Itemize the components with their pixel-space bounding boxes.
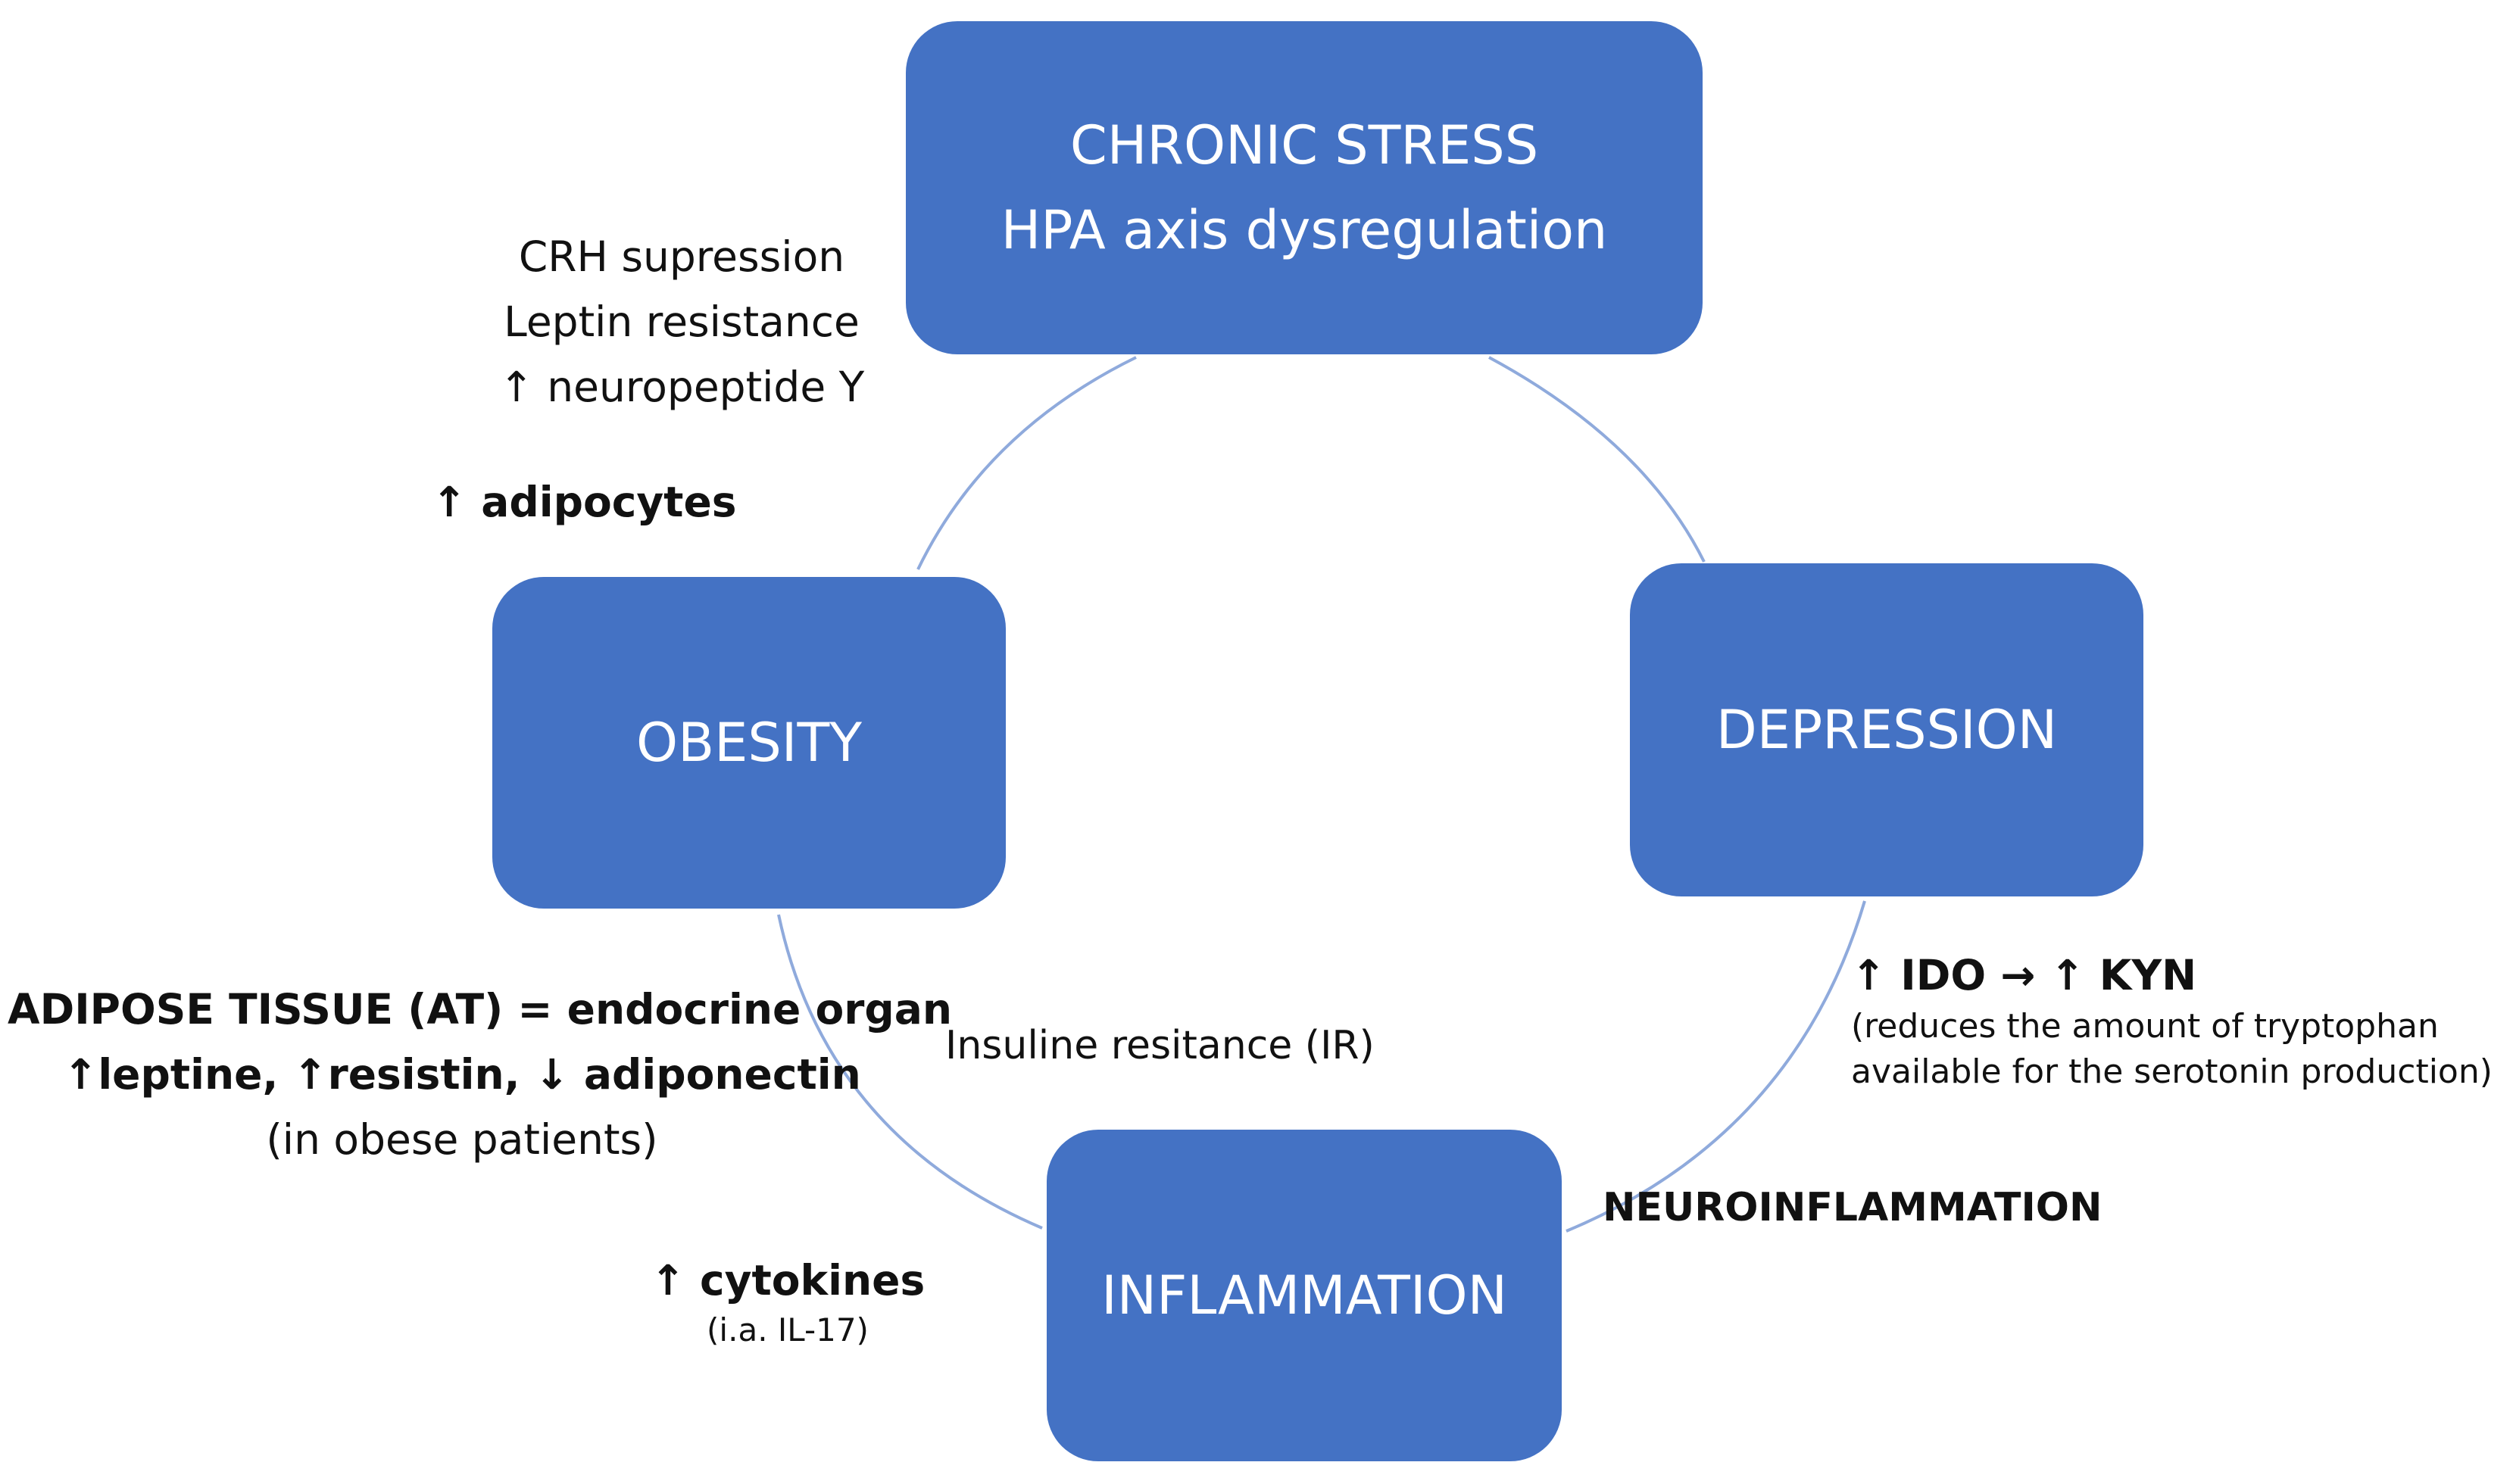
annotation-stress-obesity: CRH supression Leptin resistance ↑ neuro… — [447, 224, 916, 419]
annotation-neuropeptide: ↑ neuropeptide Y — [498, 363, 865, 411]
annotation-crh: CRH supression — [518, 232, 845, 281]
annotation-leptin-resistance: Leptin resistance — [504, 298, 860, 346]
node-inflammation-label: INFLAMMATION — [1101, 1264, 1507, 1327]
annotation-neuroinflammation: NEUROINFLAMMATION — [1603, 1185, 2102, 1230]
node-chronic-stress-subtitle: HPA axis dysregulation — [1001, 199, 1608, 261]
annotation-cytokines-example: (i.a. IL-17) — [707, 1311, 869, 1348]
annotation-adipokines: ↑leptine, ↑resistin, ↓ adiponectin — [63, 1050, 861, 1099]
node-depression-label: DEPRESSION — [1715, 699, 2058, 761]
node-chronic-stress: CHRONIC STRESS HPA axis dysregulation — [906, 21, 1703, 354]
connector-obesity-stress — [916, 356, 1137, 570]
node-depression: DEPRESSION — [1630, 563, 2143, 896]
node-inflammation: INFLAMMATION — [1047, 1130, 1562, 1461]
annotation-adipose-tissue: ADIPOSE TISSUE (AT) = endocrine organ ↑l… — [8, 977, 953, 1172]
annotation-cytokines: ↑ cytokines (i.a. IL-17) — [644, 1254, 932, 1354]
annotation-cytokines-title: ↑ cytokines — [650, 1256, 926, 1305]
connector-stress-depression — [1488, 356, 1706, 563]
annotation-tryptophan-2: available for the serotonin production) — [1851, 1052, 2493, 1091]
connector-inflammation-obesity — [777, 914, 1043, 1230]
connector-depression-inflammation — [1566, 900, 1866, 1233]
annotation-adipose-tissue-title: ADIPOSE TISSUE (AT) = endocrine organ — [8, 985, 953, 1034]
node-obesity-label: OBESITY — [636, 712, 862, 774]
node-obesity: OBESITY — [492, 577, 1006, 909]
annotation-tryptophan-1: (reduces the amount of tryptophan — [1851, 1007, 2439, 1046]
annotation-insuline-resistance: Insuline resitance (IR) — [945, 1023, 1375, 1068]
annotation-obese-patients: (in obese patients) — [266, 1115, 658, 1164]
node-chronic-stress-title: CHRONIC STRESS — [1069, 114, 1539, 176]
annotation-ido-kyn-title: ↑ IDO → ↑ KYN — [1851, 951, 2197, 999]
annotation-adipocytes: ↑ adipocytes — [432, 478, 737, 526]
annotation-ido-kyn: ↑ IDO → ↑ KYN (reduces the amount of try… — [1851, 946, 2493, 1095]
